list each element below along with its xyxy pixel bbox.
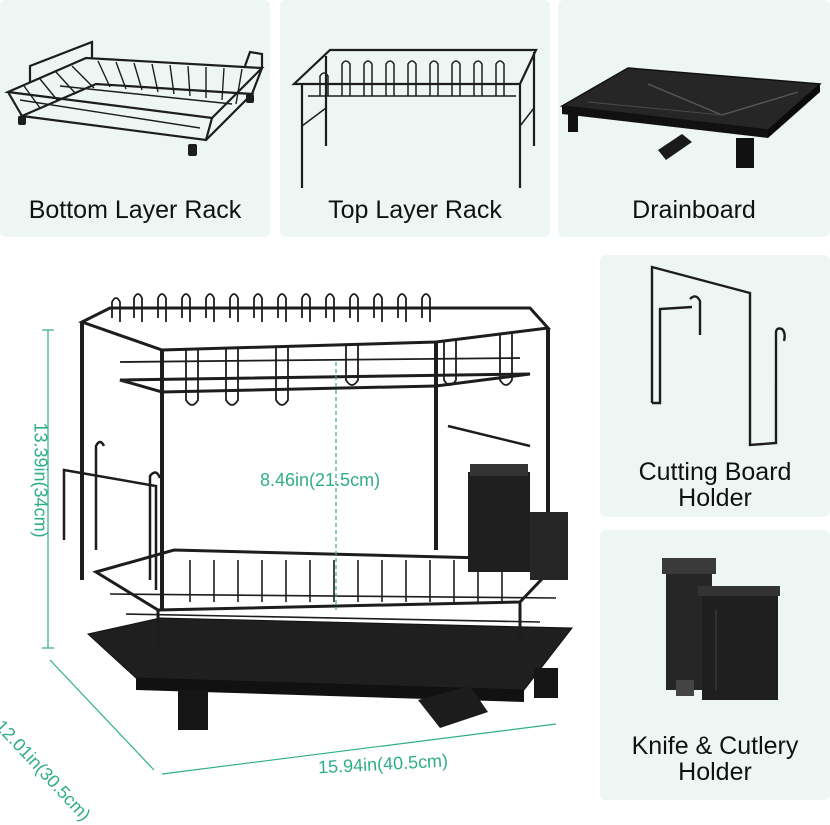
bottom-layer-rack-panel: Bottom Layer Rack xyxy=(0,0,270,237)
knife-cutlery-holder-image xyxy=(662,558,780,700)
cutting-board-holder-panel: Cutting Board Holder xyxy=(600,255,830,517)
drainboard-panel: Drainboard xyxy=(558,0,830,237)
dimension-height: 13.39in(34cm) xyxy=(30,422,51,538)
cutting-board-holder-image xyxy=(650,265,786,447)
assembled-rack-figure: 8.46in(21.5cm) 15.94in(40.5cm) 13.39in(3… xyxy=(0,250,595,825)
knife-cutlery-holder-panel: Knife & Cutlery Holder xyxy=(600,530,830,800)
cutting-board-holder-label-line2: Holder xyxy=(678,484,752,512)
top-layer-rack-image xyxy=(291,48,538,188)
dimension-inner-height: 8.46in(21.5cm) xyxy=(260,470,381,490)
cutting-board-holder-label-line1: Cutting Board xyxy=(638,458,792,486)
knife-cutlery-holder-label-line2: Holder xyxy=(678,758,752,786)
knife-cutlery-holder-label-line1: Knife & Cutlery xyxy=(631,732,799,760)
top-layer-rack-label: Top Layer Rack xyxy=(328,196,502,224)
bottom-layer-rack-image xyxy=(3,40,265,156)
top-layer-rack-panel: Top Layer Rack xyxy=(280,0,550,237)
drainboard-image xyxy=(559,67,822,168)
drainboard-label: Drainboard xyxy=(632,196,756,224)
assembled-rack-image xyxy=(42,293,574,775)
bottom-layer-rack-label: Bottom Layer Rack xyxy=(28,196,242,224)
